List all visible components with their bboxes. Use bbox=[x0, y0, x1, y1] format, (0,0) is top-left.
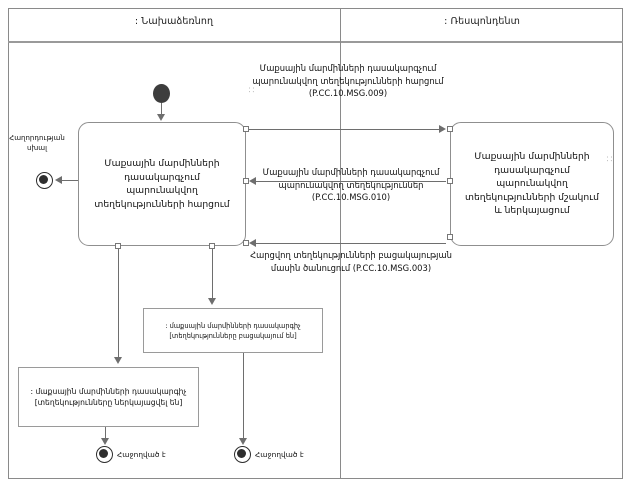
arrowhead-process-to-request-absence bbox=[249, 239, 256, 247]
activity-process-label: Մաքսային մարմինների դասակարգչում պարունա… bbox=[465, 151, 599, 217]
message-label-request: Մաքսային մարմինների դասակարգչում պարունա… bbox=[252, 63, 444, 98]
flow-request-to-object-provided bbox=[118, 249, 119, 357]
message-label-response: Մաքսային մարմինների դասակարգչում պարունա… bbox=[262, 167, 440, 202]
label-transmission-error: Հաղորդության սխալ bbox=[9, 134, 65, 152]
swimlane-title-respondent: : Ռեսպոնդենտ bbox=[444, 16, 520, 27]
final-node-success-left bbox=[96, 446, 113, 463]
pin-request-out-right-bottom[interactable] bbox=[209, 243, 215, 249]
object-node-absent-label: : մաքսային մարմինների դասակարգիչ [տեղեկո… bbox=[165, 321, 301, 340]
pin-process-out-middle[interactable] bbox=[447, 178, 453, 184]
stereotype-tick-request: ⸬ bbox=[249, 87, 254, 94]
final-node-success-right bbox=[234, 446, 251, 463]
flow-process-to-request-absence bbox=[256, 243, 446, 244]
pin-request-in-bottom[interactable] bbox=[243, 240, 249, 246]
swimlane-divider bbox=[340, 9, 341, 479]
label-success-right: Հաջողված է bbox=[255, 450, 304, 459]
initial-node bbox=[153, 84, 170, 103]
pin-process-in-top[interactable] bbox=[447, 126, 453, 132]
message-label-absence-notice: Հարցվող տեղեկությունների բացակայության մ… bbox=[250, 250, 452, 273]
flow-process-to-request-response bbox=[256, 181, 446, 182]
pin-request-in-middle[interactable] bbox=[243, 178, 249, 184]
object-node-provided-label: : մաքսային մարմինների դասակարգիչ [տեղեկո… bbox=[30, 386, 187, 408]
arrowhead-request-to-process bbox=[439, 125, 446, 133]
object-node-information-provided[interactable]: : մաքսային մարմինների դասակարգիչ [տեղեկո… bbox=[18, 367, 199, 427]
flow-request-to-error-final bbox=[62, 180, 78, 181]
swimlane-title-initiator: : Նախաձեռնող bbox=[134, 16, 214, 27]
activity-request-information[interactable]: Մաքսային մարմինների դասակարգչում պարունա… bbox=[78, 122, 246, 246]
object-node-information-absent[interactable]: : մաքսային մարմինների դասակարգիչ [տեղեկո… bbox=[143, 308, 323, 353]
pin-process-out-bottom[interactable] bbox=[447, 234, 453, 240]
flow-request-to-object-absent bbox=[212, 249, 213, 299]
arrowhead-to-error-final bbox=[55, 176, 62, 184]
flow-request-to-process bbox=[249, 129, 440, 130]
pin-request-out-top[interactable] bbox=[243, 126, 249, 132]
activity-request-label: Մաքսային մարմինների դասակարգչում պարունա… bbox=[94, 158, 230, 210]
swimlane-header-rule bbox=[8, 41, 623, 43]
flow-object-absent-to-final bbox=[243, 353, 244, 439]
arrowhead-object-provided-to-final bbox=[101, 438, 109, 445]
arrowhead-object-absent-to-final bbox=[239, 438, 247, 445]
label-success-left: Հաջողված է bbox=[117, 450, 166, 459]
pin-request-out-left-bottom[interactable] bbox=[115, 243, 121, 249]
flow-initial-to-request bbox=[161, 103, 162, 115]
arrowhead-initial-to-request bbox=[157, 114, 165, 121]
stereotype-tick-process: ⸬ bbox=[607, 156, 612, 163]
arrowhead-to-object-absent bbox=[208, 298, 216, 305]
arrowhead-to-object-provided bbox=[114, 357, 122, 364]
activity-process-information[interactable]: Մաքսային մարմինների դասակարգչում պարունա… bbox=[450, 122, 614, 246]
final-node-error bbox=[36, 172, 53, 189]
arrowhead-process-to-request-response bbox=[249, 177, 256, 185]
flow-object-provided-to-final bbox=[105, 427, 106, 439]
